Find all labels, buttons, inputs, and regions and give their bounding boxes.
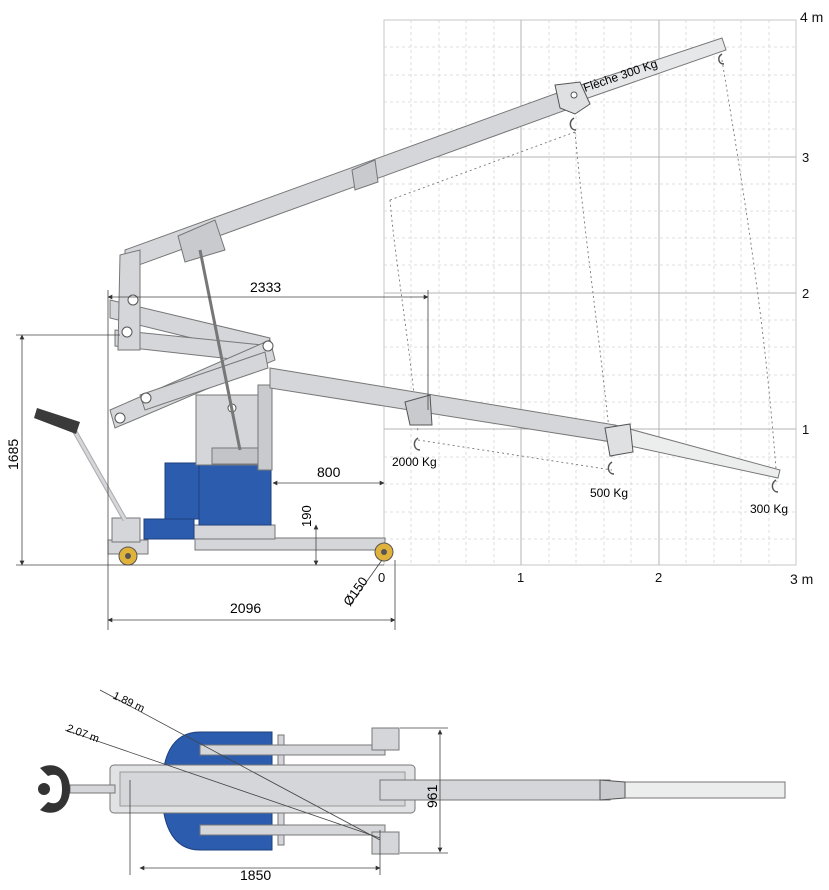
top-radius-outer: 1.89 m	[111, 690, 147, 715]
x-tick-3: 3 m	[790, 571, 813, 587]
load-label-500: 500 Kg	[590, 486, 628, 500]
top-view	[38, 727, 786, 855]
x-tick-1: 1	[517, 570, 524, 585]
boom-lowered	[269, 367, 781, 493]
top-dimension-lines	[64, 689, 448, 875]
dimension-front-overhang: 800	[317, 464, 341, 480]
dimension-length: 2096	[230, 600, 261, 616]
dimension-top-length: 1850	[240, 867, 271, 883]
load-label-300: 300 Kg	[750, 502, 788, 516]
y-tick-4: 4 m	[800, 9, 823, 25]
dimension-leg-height: 190	[299, 505, 314, 527]
load-envelope	[389, 59, 778, 483]
boom-raised	[109, 37, 727, 451]
top-handle-grip	[40, 765, 70, 813]
load-label-2000: 2000 Kg	[392, 455, 437, 469]
x-tick-2: 2	[655, 570, 662, 585]
crane-base	[34, 384, 394, 566]
y-tick-1: 1	[802, 422, 809, 437]
y-tick-3: 3	[802, 150, 809, 165]
y-tick-2: 2	[802, 286, 809, 301]
reach-grid	[383, 19, 797, 566]
tow-handle-grip	[34, 408, 80, 434]
dimension-height: 1685	[5, 439, 21, 470]
top-radius-inner: 2.07 m	[65, 723, 101, 746]
x-tick-0: 0	[378, 570, 385, 585]
side-dimension-lines	[16, 290, 429, 630]
dimension-wheel-diameter: Ø150	[340, 574, 371, 609]
dimension-width: 961	[424, 784, 440, 808]
dimension-reach: 2333	[250, 279, 281, 295]
